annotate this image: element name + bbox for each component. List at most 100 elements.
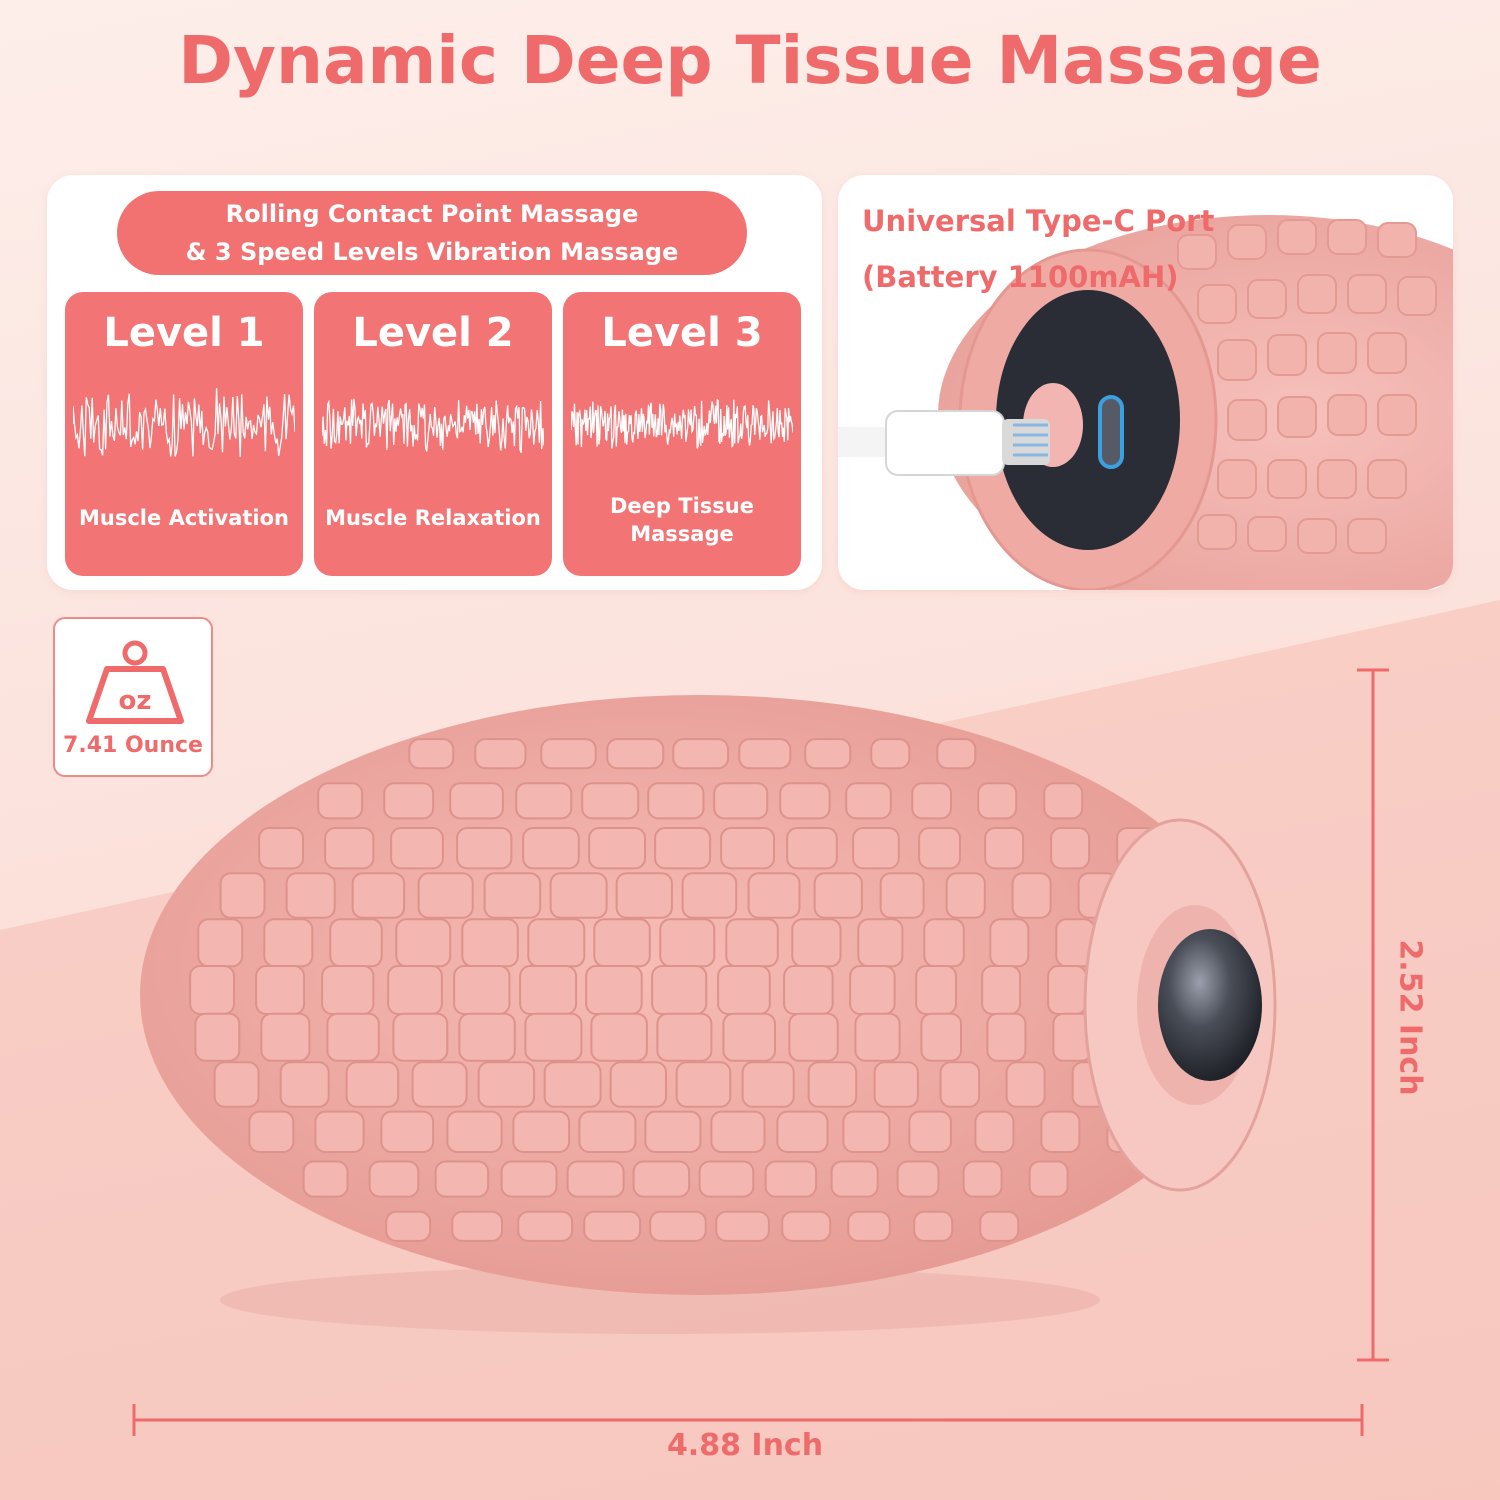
nub bbox=[715, 1210, 770, 1242]
nub bbox=[913, 1210, 954, 1242]
nub bbox=[606, 738, 665, 770]
nub bbox=[1028, 1160, 1069, 1198]
level-description: Muscle Activation bbox=[65, 504, 303, 532]
nub bbox=[456, 827, 513, 870]
level-description: Muscle Relaxation bbox=[314, 504, 552, 532]
nub bbox=[588, 827, 647, 870]
nub bbox=[722, 1012, 777, 1062]
port-closeup-image bbox=[838, 215, 1453, 590]
nub bbox=[279, 1061, 330, 1108]
speed-levels-panel: Rolling Contact Point Massage & 3 Speed … bbox=[47, 175, 822, 590]
nub bbox=[326, 1012, 380, 1062]
nub bbox=[474, 738, 527, 770]
level-desc-line: Deep Tissue bbox=[610, 494, 754, 518]
nub bbox=[911, 782, 953, 820]
nub bbox=[656, 1012, 713, 1062]
nub bbox=[383, 782, 435, 820]
mode-line-2: & 3 Speed Levels Vibration Massage bbox=[185, 238, 679, 266]
nub bbox=[578, 1110, 637, 1154]
nub bbox=[368, 1160, 420, 1198]
nub bbox=[747, 872, 801, 919]
nub bbox=[974, 1110, 1015, 1154]
nub bbox=[515, 782, 573, 820]
nub bbox=[395, 918, 452, 968]
nub bbox=[390, 827, 444, 870]
level-description: Deep Tissue Massage bbox=[563, 492, 801, 548]
nub bbox=[615, 872, 673, 919]
nub bbox=[647, 782, 705, 820]
nub bbox=[449, 782, 504, 820]
nub bbox=[845, 782, 892, 820]
nub bbox=[923, 918, 965, 968]
nub bbox=[852, 827, 900, 870]
nub bbox=[1011, 872, 1052, 919]
nub bbox=[219, 872, 266, 919]
nub bbox=[483, 872, 542, 919]
nub bbox=[417, 872, 474, 919]
nub bbox=[566, 1160, 625, 1198]
level-title: Level 1 bbox=[103, 310, 265, 356]
nub bbox=[981, 965, 1022, 1015]
nub bbox=[522, 827, 580, 870]
nub bbox=[807, 1061, 858, 1108]
nub bbox=[1040, 1110, 1081, 1154]
nub bbox=[543, 1061, 602, 1108]
nub bbox=[804, 738, 852, 770]
nub bbox=[285, 872, 336, 919]
nub bbox=[783, 965, 834, 1015]
waveform-icon bbox=[571, 398, 793, 449]
nub bbox=[651, 965, 708, 1015]
nub bbox=[776, 1110, 829, 1154]
length-dimension: 4.88 Inch bbox=[666, 1428, 824, 1463]
nub bbox=[324, 827, 375, 870]
nub bbox=[477, 1061, 536, 1108]
nub bbox=[549, 872, 608, 919]
nub bbox=[302, 1160, 349, 1198]
level-card-3: Level 3 Deep Tissue Massage bbox=[563, 292, 801, 576]
port-caption: Universal Type-C Port (Battery 1100mAH) bbox=[862, 193, 1214, 305]
massage-nubs bbox=[189, 738, 1162, 1242]
nub bbox=[873, 1061, 919, 1108]
nub bbox=[979, 1210, 1020, 1242]
level-desc-line: Massage bbox=[630, 522, 734, 546]
nub bbox=[461, 918, 519, 968]
nub bbox=[857, 918, 904, 968]
nub bbox=[260, 1012, 311, 1062]
nub bbox=[329, 918, 383, 968]
waveform-icon bbox=[322, 398, 544, 453]
nub bbox=[986, 1012, 1027, 1062]
massage-mode-pill: Rolling Contact Point Massage & 3 Speed … bbox=[117, 191, 747, 275]
nub bbox=[258, 827, 304, 870]
nub bbox=[321, 965, 375, 1015]
nub bbox=[879, 872, 925, 919]
nub bbox=[672, 738, 730, 770]
weight-icon-text: oz bbox=[119, 686, 152, 716]
level-title: Level 3 bbox=[601, 310, 763, 356]
port-line-2: (Battery 1100mAH) bbox=[862, 260, 1179, 294]
nub bbox=[263, 918, 314, 968]
nub bbox=[741, 1061, 795, 1108]
nub bbox=[654, 827, 712, 870]
waveform-line bbox=[73, 388, 295, 457]
nub bbox=[609, 1061, 668, 1108]
nub bbox=[720, 827, 775, 870]
port-line-1: Universal Type-C Port bbox=[862, 204, 1215, 238]
nub bbox=[583, 1210, 642, 1242]
nub bbox=[915, 965, 957, 1015]
nub bbox=[717, 965, 771, 1015]
nub bbox=[540, 738, 597, 770]
nub bbox=[345, 1061, 400, 1108]
nub bbox=[984, 827, 1025, 870]
nub bbox=[512, 1110, 571, 1154]
weight-label: 7.41 Ounce bbox=[63, 733, 203, 758]
level-title: Level 2 bbox=[352, 310, 514, 356]
nub bbox=[1050, 827, 1091, 870]
nub bbox=[918, 827, 961, 870]
nub bbox=[781, 1210, 832, 1242]
nub bbox=[581, 782, 640, 820]
nub bbox=[1043, 782, 1084, 820]
nub bbox=[681, 872, 738, 919]
nub bbox=[977, 782, 1018, 820]
nub bbox=[764, 1160, 818, 1198]
nub bbox=[385, 1210, 432, 1242]
